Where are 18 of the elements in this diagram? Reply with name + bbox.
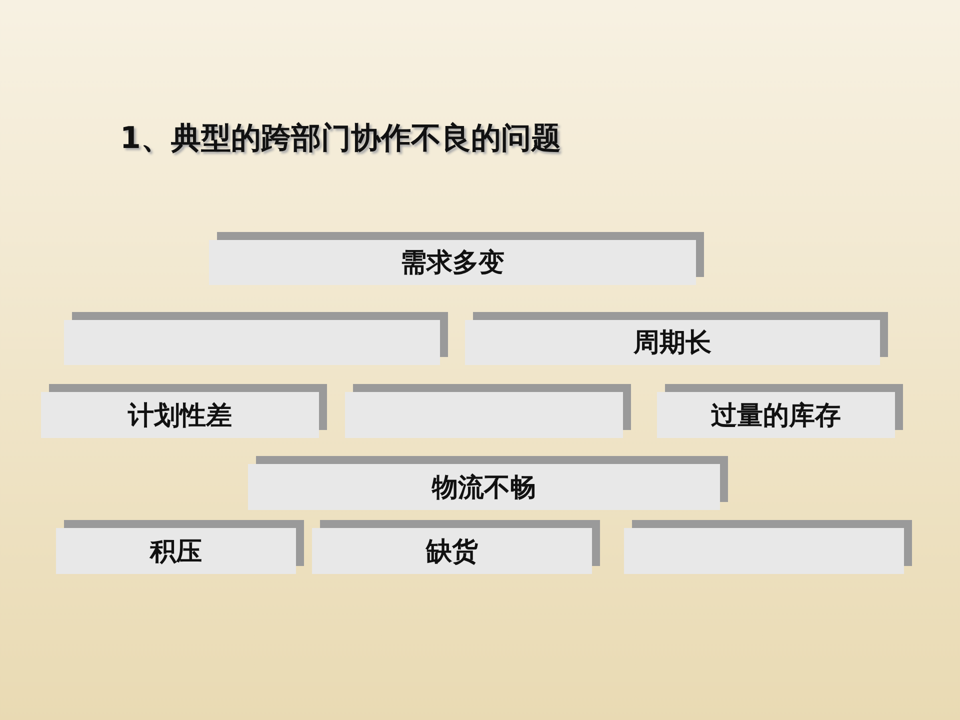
empty-box [345,392,623,438]
problem-label: 积压 [150,536,202,568]
problem-box [41,392,319,438]
problem-box [465,320,880,365]
problem-label: 缺货 [426,536,478,568]
problem-label: 周期长 [634,327,712,360]
slide-title: 1、典型的跨部门协作不良的问题 [120,120,561,158]
problem-box [312,528,592,574]
problem-label: 物流不畅 [432,472,536,504]
problem-label: 需求多变 [400,247,504,280]
empty-box [624,528,904,574]
problem-label: 过量的库存 [711,400,841,432]
problem-box [209,240,696,285]
problem-box [248,464,720,510]
problem-label: 计划性差 [128,400,232,432]
empty-box [64,320,440,365]
problem-box [657,392,895,438]
problem-box [56,528,296,574]
